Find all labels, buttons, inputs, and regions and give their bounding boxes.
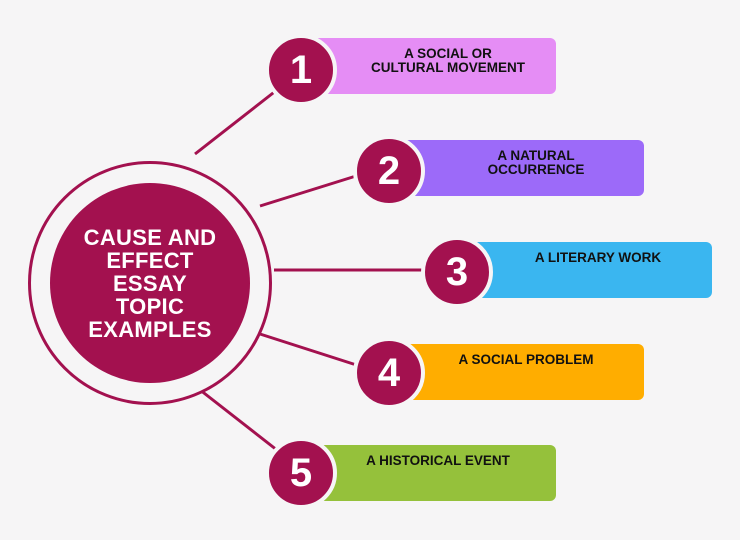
topic-bar-1: A SOCIAL OR CULTURAL MOVEMENT	[300, 38, 556, 94]
topic-label-5: A HISTORICAL EVENT	[320, 454, 556, 468]
topic-bar-3: A LITERARY WORK	[456, 242, 712, 298]
topic-number-3: 3	[445, 250, 469, 294]
hub-title-line: TOPIC	[115, 293, 185, 319]
hub-title-line: ESSAY	[112, 270, 188, 296]
topic-bar-5: A HISTORICAL EVENT	[300, 445, 556, 501]
topic-number-5: 5	[289, 451, 313, 495]
topic-label-line: A HISTORICAL EVENT	[366, 453, 510, 468]
topic-label-line: A SOCIAL PROBLEM	[458, 352, 594, 367]
topic-badge-1: 1	[265, 34, 337, 106]
topic-label-2: A NATURAL OCCURRENCE	[428, 149, 644, 177]
topic-badge-2: 2	[353, 135, 425, 207]
topic-number-1: 1	[289, 48, 313, 92]
topic-bar-4: A SOCIAL PROBLEM	[388, 344, 644, 400]
connector-line-1	[194, 84, 283, 156]
topic-label-3: A LITERARY WORK	[484, 251, 712, 265]
topic-label-4: A SOCIAL PROBLEM	[408, 353, 644, 367]
topic-badge-4: 4	[353, 337, 425, 409]
topic-label-line: A LITERARY WORK	[534, 250, 662, 265]
hub-title: CAUSE AND EFFECT ESSAY TOPIC EXAMPLES	[70, 226, 230, 341]
connector-line-5	[194, 384, 283, 456]
topic-label-line: CULTURAL MOVEMENT	[371, 60, 525, 75]
topic-badge-5: 5	[265, 437, 337, 509]
topic-label-line: A NATURAL	[497, 148, 575, 163]
topic-label-1: A SOCIAL OR CULTURAL MOVEMENT	[340, 47, 556, 75]
topic-badge-3: 3	[421, 236, 493, 308]
hub-title-line: EFFECT	[106, 247, 194, 273]
topic-number-2: 2	[377, 149, 401, 193]
topic-label-line: A SOCIAL OR	[404, 46, 492, 61]
topic-label-line: OCCURRENCE	[487, 162, 585, 177]
hub-title-line: EXAMPLES	[88, 316, 212, 342]
hub-title-line: CAUSE AND	[83, 224, 217, 250]
hub-circle: CAUSE AND EFFECT ESSAY TOPIC EXAMPLES	[50, 183, 250, 383]
topic-bar-2: A NATURAL OCCURRENCE	[388, 140, 644, 196]
topic-number-4: 4	[377, 351, 401, 395]
